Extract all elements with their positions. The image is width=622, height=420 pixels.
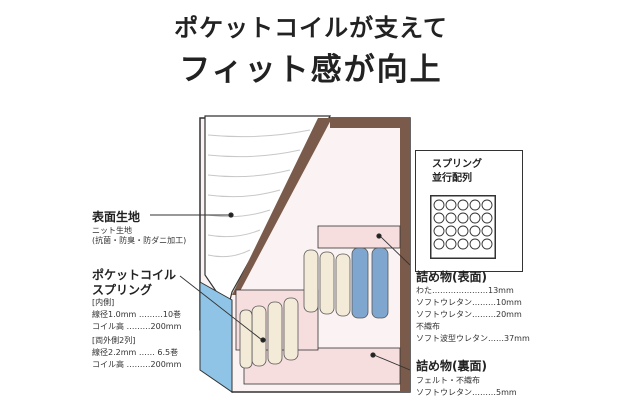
headline-line1: ポケットコイルが支えて xyxy=(174,14,448,42)
legend-subtitle: 並行配列 xyxy=(432,173,472,184)
pocket-coil-label-line2: スプリング xyxy=(92,283,153,297)
mattress-right-frame xyxy=(330,118,410,392)
quilt-lines xyxy=(207,129,311,258)
inner-wire-spec: 線径1.0mm ………10巻 xyxy=(92,310,182,319)
upper-fill-layer xyxy=(317,225,401,249)
mattress-border-band xyxy=(232,118,332,295)
top-fill-line4: 不織布 xyxy=(416,322,440,331)
pocket-coil-label-line1: ポケットコイル xyxy=(92,268,177,282)
bottom-fill-line1: フェルト・不織布 xyxy=(416,376,480,385)
outer-wire-spec: 線径2.2mm …… 6.5巻 xyxy=(92,348,179,357)
bottom-fill-line2: ソフトウレタン………5mm xyxy=(416,388,517,397)
inner-heading: [内側] xyxy=(92,298,115,307)
surface-fabric-label: 表面生地 xyxy=(92,210,141,224)
leader-lines xyxy=(150,212,411,371)
top-fill-line2: ソフトウレタン………10mm xyxy=(416,298,522,307)
bottom-fill-label: 詰め物(裏面) xyxy=(416,359,487,373)
blue-side-wall xyxy=(199,281,233,393)
top-fill-line3: ソフトウレタン………20mm xyxy=(416,310,522,319)
top-fill-label: 詰め物(表面) xyxy=(416,270,487,284)
surface-fabric-line1: ニット生地 xyxy=(92,226,132,235)
pocket-coil-springs xyxy=(239,247,389,369)
outer-height-spec: コイル高 ………200mm xyxy=(92,360,182,369)
outer-heading: [両外側2列] xyxy=(92,336,136,345)
surface-fabric-line2: (抗菌・防臭・防ダニ加工) xyxy=(92,236,187,245)
headline-line2: フィット感が向上 xyxy=(179,52,443,88)
coil-grid-icon xyxy=(430,195,496,259)
top-fill-line5: ソフト波型ウレタン……37mm xyxy=(416,334,530,343)
inner-height-spec: コイル高 ………200mm xyxy=(92,322,182,331)
lower-fill-layer xyxy=(243,347,401,385)
top-fill-line1: わた…………………13mm xyxy=(416,286,514,295)
legend-title: スプリング xyxy=(432,159,482,170)
spring-arrangement-legend: スプリング 並行配列 xyxy=(415,150,523,272)
